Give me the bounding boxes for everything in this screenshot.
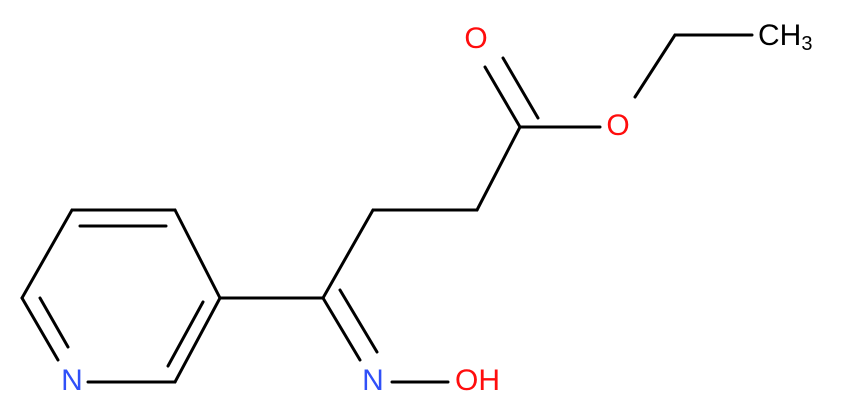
ring-bond-c6-n-inner — [38, 296, 70, 349]
ring-bond-c2-c3 — [173, 296, 222, 384]
bond-carbonyl-2 — [501, 56, 540, 120]
bond-oxime-cn-1 — [321, 296, 362, 362]
methyl-main-text: CH — [758, 19, 801, 52]
bond-chain-1 — [475, 125, 522, 212]
atom-ester-oxygen: O — [606, 109, 629, 142]
atom-carbonyl-oxygen: O — [464, 22, 487, 55]
methyl-subscript: 3 — [801, 33, 812, 55]
ring-bond-c6-n — [20, 296, 60, 362]
bond-carbonyl-1 — [483, 65, 522, 129]
atom-hydroxyl: OH — [455, 364, 500, 397]
bond-chain-3 — [321, 208, 375, 300]
bond-o-ch2 — [633, 33, 677, 99]
ring-bond-c5-c6 — [20, 208, 74, 300]
atom-pyridine-nitrogen: N — [61, 364, 83, 397]
ring-bond-c2-c3-inner — [166, 300, 205, 368]
ring-bond-c3-c4 — [173, 208, 222, 300]
atom-oxime-nitrogen: N — [362, 364, 384, 397]
atom-methyl: CH3 — [758, 19, 812, 55]
bond-oxime-cn-2 — [338, 288, 379, 354]
